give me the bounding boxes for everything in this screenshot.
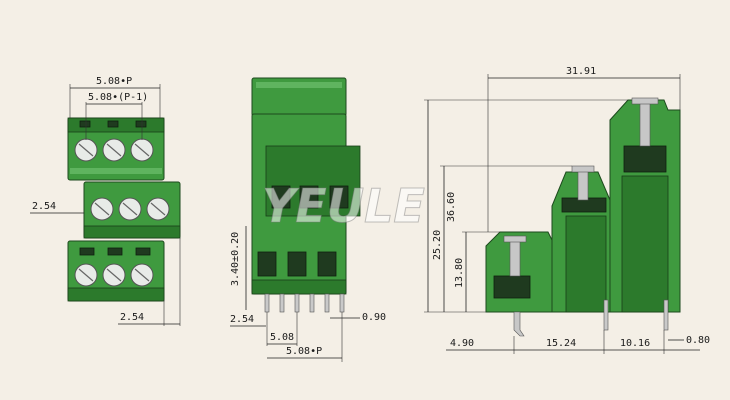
pin [663, 299, 669, 331]
screw-icon [639, 101, 651, 147]
dim-left-offset: 4.90 [450, 338, 474, 349]
dim-overall-height: 36.60 [446, 192, 457, 222]
pin [264, 293, 270, 313]
dim-right-width: 10.16 [620, 338, 650, 349]
dim-overall-width: 31.91 [566, 66, 596, 77]
dim-mid-height: 25.20 [432, 230, 443, 260]
watermark-logo: YEULE [262, 179, 425, 233]
screw-icon [509, 237, 521, 277]
screw-icon [90, 197, 170, 221]
screw-icon [577, 169, 589, 201]
pin [603, 299, 609, 331]
dim-pin-width: 0.80 [686, 335, 710, 346]
pin [309, 293, 315, 313]
dim-low-height: 13.80 [454, 258, 465, 288]
dim-pitch-minus: 5.08•(P-1) [88, 92, 148, 103]
dim-pitch-total: 5.08•P [96, 76, 132, 87]
dim-pin-pitch: 5.08 [270, 332, 294, 343]
dim-step-width: 15.24 [546, 338, 576, 349]
dim-row-offset: 2.54 [32, 201, 56, 212]
pin [339, 293, 345, 313]
side-view: 3.40±0.20 2.54 0.90 5.08 5.08•P [230, 77, 386, 362]
dim-pin-thickness: 0.90 [362, 312, 386, 323]
dim-height: 3.40±0.20 [230, 232, 241, 286]
front-view: 5.08•P 5.08•(P-1) 2.54 2.54 [30, 76, 181, 326]
dim-pin-offset: 2.54 [230, 314, 254, 325]
dim-pitch-total: 5.08•P [286, 346, 322, 357]
profile-view: 31.91 36.60 25.20 13.80 4.90 15.24 10.16… [424, 66, 710, 354]
screw-icon [74, 138, 154, 162]
screw-icon [74, 263, 154, 287]
pin [294, 293, 300, 313]
dim-bottom-offset: 2.54 [120, 312, 144, 323]
pin [324, 293, 330, 313]
pin [279, 293, 285, 313]
